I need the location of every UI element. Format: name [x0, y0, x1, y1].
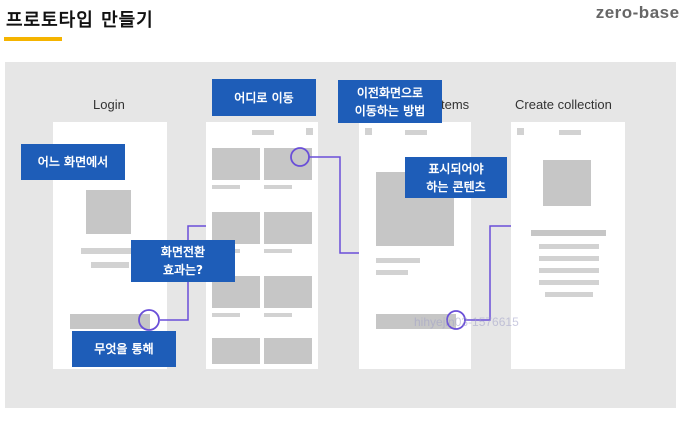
login-button-placeholder[interactable] [70, 314, 150, 329]
grid-tile[interactable] [212, 338, 260, 364]
screen-label-login: Login [93, 97, 125, 112]
collection-line [539, 280, 599, 285]
link-detail-to-collection [465, 225, 511, 321]
brand-logo: zero-base / [595, 3, 684, 22]
collection-line [539, 268, 599, 273]
hotspot-login-button [138, 309, 160, 331]
wireframe-list[interactable] [206, 122, 318, 369]
grid-tile[interactable] [212, 212, 260, 244]
login-text-line [81, 248, 137, 254]
callout-through-what: 무엇을 통해 [72, 331, 176, 367]
detail-header-bar [405, 130, 427, 135]
hotspot-detail-button [446, 310, 466, 330]
screen-label-items: tems [441, 97, 470, 112]
login-text-line [91, 262, 129, 268]
grid-tile[interactable] [264, 148, 312, 180]
grid-tile[interactable] [212, 148, 260, 180]
wireframe-create-collection[interactable] [511, 122, 625, 369]
tile-caption [264, 249, 292, 253]
callout-from-screen: 어느 화면에서 [21, 144, 125, 180]
tile-caption [212, 185, 240, 189]
login-image-placeholder [86, 190, 131, 234]
detail-text-line [376, 270, 408, 275]
list-header-bar [252, 130, 274, 135]
list-header-icon [306, 128, 313, 135]
collection-line [539, 256, 599, 261]
detail-text-line [376, 258, 420, 263]
collection-image-placeholder [543, 160, 591, 206]
grid-tile[interactable] [264, 338, 312, 364]
page-title: 프로토타입 만들기 [6, 10, 154, 31]
tile-caption [264, 185, 292, 189]
detail-header-icon [365, 128, 372, 135]
collection-header-bar [559, 130, 581, 135]
grid-tile[interactable] [264, 212, 312, 244]
callout-content: 표시되어야 하는 콘텐츠 [405, 157, 507, 198]
title-underline [4, 37, 62, 41]
tile-caption [264, 313, 292, 317]
screen-label-create-collection: Create collection [515, 97, 612, 112]
collection-field[interactable] [531, 230, 606, 236]
collection-line [545, 292, 593, 297]
callout-go-where: 어디로 이동 [212, 79, 316, 116]
grid-tile[interactable] [264, 276, 312, 308]
callout-transition: 화면전환 효과는? [131, 240, 235, 282]
watermark-text: hihyejin03-1576615 [414, 315, 519, 329]
hotspot-grid-tile [290, 147, 310, 167]
link-list-to-detail [309, 156, 359, 254]
detail-button-placeholder[interactable] [376, 314, 456, 329]
tile-caption [212, 313, 240, 317]
collection-line [539, 244, 599, 249]
callout-move-method: 이전화면으로 이동하는 방법 [338, 80, 442, 123]
collection-header-icon [517, 128, 524, 135]
